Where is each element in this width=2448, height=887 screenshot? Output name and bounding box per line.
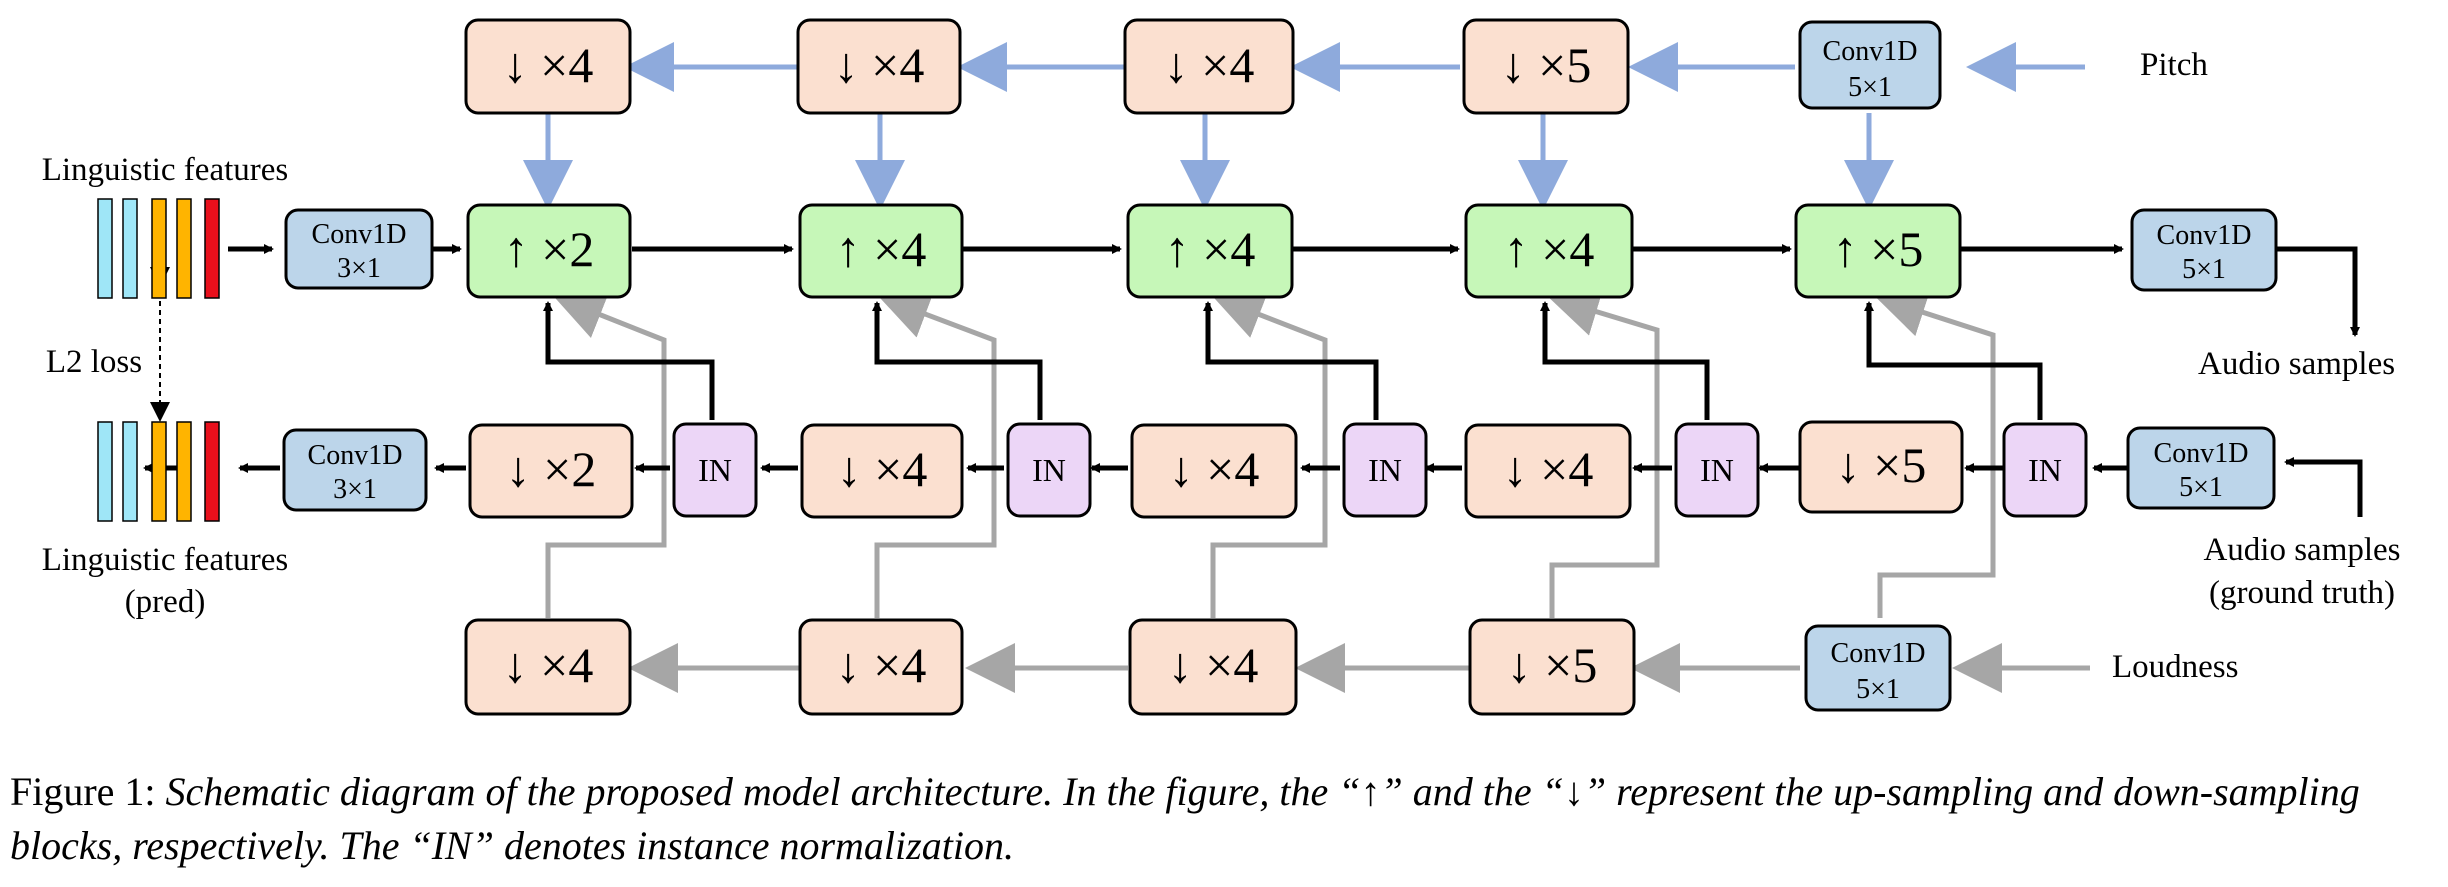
figure-caption-text: Schematic diagram of the proposed model …: [10, 769, 2360, 868]
loud-down-block-2: ↓ ×4: [798, 618, 964, 716]
svg-text:5×1: 5×1: [1856, 674, 1900, 705]
svg-text:↓ ×4: ↓ ×4: [834, 37, 925, 93]
svg-text:Conv1D: Conv1D: [2157, 220, 2252, 251]
upsample-block-1: ↑ ×2: [466, 203, 632, 299]
svg-text:↓ ×4: ↓ ×4: [1503, 441, 1594, 497]
audio-down-block-3: ↓ ×4: [1130, 423, 1298, 519]
svg-text:↓ ×5: ↓ ×5: [1501, 37, 1592, 93]
loud-conv-block: Conv1D 5×1: [1804, 624, 1952, 712]
pred-conv-block: Conv1D 3×1: [282, 428, 428, 512]
loud-down-block-4: ↓ ×5: [1468, 618, 1636, 716]
audio-down-block-4: ↓ ×4: [1464, 423, 1632, 519]
pitch-down-block-3: ↓ ×4: [1123, 18, 1295, 115]
svg-text:↑ ×5: ↑ ×5: [1833, 221, 1924, 277]
figure-caption-prefix: Figure 1:: [10, 769, 166, 814]
linguistic-features-pred-label-2: (pred): [125, 584, 206, 620]
svg-text:↑ ×4: ↑ ×4: [1504, 221, 1595, 277]
upsample-block-5: ↑ ×5: [1794, 203, 1962, 299]
audio-conv-block: Conv1D 5×1: [2126, 426, 2276, 510]
linguistic-features-input-stack: [97, 198, 220, 299]
l2-loss-label: L2 loss: [46, 344, 142, 380]
svg-text:↓ ×4: ↓ ×4: [503, 637, 594, 693]
figure-caption: Figure 1: Schematic diagram of the propo…: [10, 765, 2440, 873]
svg-text:Conv1D: Conv1D: [312, 219, 407, 250]
instance-norm-block-3: IN: [1342, 422, 1428, 518]
audio-down-block-2: ↓ ×4: [800, 423, 964, 519]
svg-text:Conv1D: Conv1D: [308, 440, 403, 471]
instance-norm-block-1: IN: [672, 422, 758, 518]
pitch-arrows: [523, 42, 2085, 210]
svg-text:Conv1D: Conv1D: [2154, 438, 2249, 469]
svg-text:5×1: 5×1: [2179, 472, 2223, 503]
audio-samples-label: Audio samples: [2198, 346, 2395, 382]
upsample-block-4: ↑ ×4: [1464, 203, 1634, 299]
input-conv-block: Conv1D 3×1: [284, 208, 434, 290]
svg-text:5×1: 5×1: [1848, 72, 1892, 103]
loudness-arrows: [545, 287, 2090, 693]
audio-gt-label-2: (ground truth): [2209, 575, 2395, 611]
svg-text:Conv1D: Conv1D: [1831, 638, 1926, 669]
svg-text:IN: IN: [1700, 452, 1734, 488]
svg-text:IN: IN: [2028, 452, 2062, 488]
svg-text:↓ ×5: ↓ ×5: [1507, 637, 1598, 693]
loudness-label: Loudness: [2112, 649, 2239, 685]
svg-text:↑ ×4: ↑ ×4: [1165, 221, 1256, 277]
instance-norm-block-5: IN: [2002, 422, 2088, 518]
output-conv-block: Conv1D 5×1: [2130, 208, 2278, 292]
svg-text:3×1: 3×1: [337, 253, 381, 284]
svg-text:↓ ×4: ↓ ×4: [1164, 37, 1255, 93]
svg-text:Conv1D: Conv1D: [1823, 36, 1918, 67]
svg-text:3×1: 3×1: [333, 474, 377, 505]
architecture-diagram: ↓ ×4 ↓ ×4 ↓ ×4 ↓ ×5 Conv1D 5×1 Conv1D 3×…: [42, 18, 2401, 716]
svg-text:↓ ×2: ↓ ×2: [506, 441, 597, 497]
svg-text:IN: IN: [1032, 452, 1066, 488]
pitch-label: Pitch: [2140, 47, 2208, 83]
linguistic-features-pred-label: Linguistic features: [42, 542, 289, 578]
upsample-block-2: ↑ ×4: [798, 203, 964, 299]
audio-down-block-1: ↓ ×2: [468, 423, 634, 519]
pitch-down-block-1: ↓ ×4: [464, 18, 632, 115]
loud-down-block-1: ↓ ×4: [464, 618, 632, 716]
upsample-block-3: ↑ ×4: [1126, 203, 1294, 299]
pitch-down-block-4: ↓ ×5: [1462, 18, 1630, 115]
svg-text:↓ ×5: ↓ ×5: [1836, 437, 1927, 493]
pitch-conv-block: Conv1D 5×1: [1798, 20, 1942, 110]
svg-text:5×1: 5×1: [2182, 254, 2226, 285]
svg-text:↓ ×4: ↓ ×4: [837, 441, 928, 497]
instance-norm-block-2: IN: [1006, 422, 1092, 518]
pitch-down-block-2: ↓ ×4: [796, 18, 962, 115]
loud-down-block-3: ↓ ×4: [1128, 618, 1298, 716]
svg-text:↓ ×4: ↓ ×4: [1169, 441, 1260, 497]
svg-text:↓ ×4: ↓ ×4: [503, 37, 594, 93]
svg-text:↑ ×2: ↑ ×2: [504, 221, 595, 277]
svg-text:IN: IN: [1368, 452, 1402, 488]
linguistic-features-pred-stack: [97, 421, 220, 522]
instance-norm-block-4: IN: [1674, 422, 1760, 518]
audio-down-block-5: ↓ ×5: [1798, 420, 1964, 514]
audio-gt-label: Audio samples: [2203, 532, 2400, 568]
svg-text:↓ ×4: ↓ ×4: [836, 637, 927, 693]
svg-text:IN: IN: [698, 452, 732, 488]
svg-text:↓ ×4: ↓ ×4: [1168, 637, 1259, 693]
main-arrows: [143, 244, 2363, 517]
linguistic-features-label: Linguistic features: [42, 152, 289, 188]
svg-text:↑ ×4: ↑ ×4: [836, 221, 927, 277]
